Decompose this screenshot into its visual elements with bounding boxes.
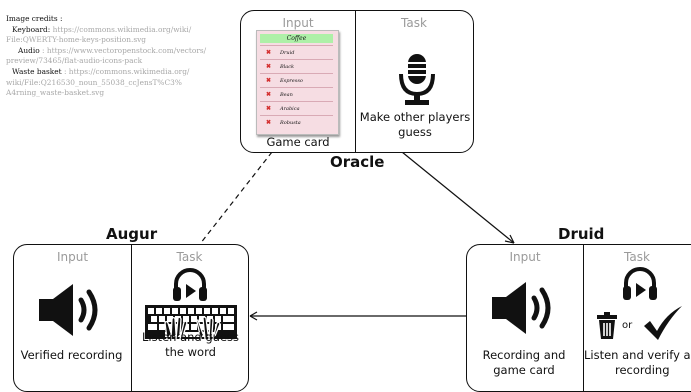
druid-title: Druid bbox=[558, 225, 605, 243]
taboo-row: ✖ Robusta bbox=[260, 115, 333, 130]
oracle-input-header: Input bbox=[282, 16, 314, 30]
taboo-word: Bean bbox=[280, 92, 293, 98]
cross-icon: ✖ bbox=[266, 91, 272, 98]
cross-icon: ✖ bbox=[266, 119, 272, 126]
speaker-icon bbox=[492, 282, 551, 334]
headphones-icon bbox=[173, 268, 207, 301]
taboo-word: Robusta bbox=[280, 120, 301, 126]
druid-to-augur-arrowhead bbox=[249, 311, 258, 321]
oracle-divider bbox=[355, 11, 356, 152]
druid-input-caption-line1: Recording and bbox=[482, 348, 566, 362]
oracle-to-augur-dashed-line bbox=[199, 151, 273, 245]
druid-input-caption: Recording and game card bbox=[466, 348, 582, 378]
keyboard-icon bbox=[145, 305, 237, 340]
credit-waste-label: Waste basket bbox=[12, 66, 62, 76]
druid-task-caption: Listen and verify a recording bbox=[582, 348, 691, 378]
credit-waste-url-cont2[interactable]: A4rning_waste-basket.svg bbox=[6, 88, 105, 98]
taboo-row: ✖ Espresso bbox=[260, 73, 333, 88]
trash-icon[interactable] bbox=[596, 312, 618, 340]
taboo-row: ✖ Druid bbox=[260, 45, 333, 60]
taboo-row: ✖ Arabica bbox=[260, 101, 333, 116]
credit-keyboard-url-cont[interactable]: File:QWERTY-home-keys-position.svg bbox=[6, 35, 147, 45]
taboo-word: Espresso bbox=[280, 78, 303, 84]
credit-waste-url-cont[interactable]: wiki/File:Q216530_noun_55038_ccJensT%C3% bbox=[6, 77, 182, 87]
taboo-row: ✖ Bean bbox=[260, 87, 333, 102]
augur-title: Augur bbox=[106, 225, 158, 243]
oracle-to-druid-arrowhead bbox=[504, 234, 515, 244]
cross-icon: ✖ bbox=[266, 105, 272, 112]
credits-heading: Image credits : bbox=[6, 14, 63, 23]
taboo-word: Druid bbox=[280, 50, 295, 56]
credit-audio-url-cont[interactable]: preview/73465/flat-audio-icons-pack bbox=[6, 56, 143, 66]
druid-task-caption-line2: recording bbox=[615, 363, 670, 377]
augur-task-header: Task bbox=[176, 250, 203, 264]
credit-waste-url[interactable]: : https://commons.wikimedia.org/ bbox=[63, 66, 190, 76]
credit-audio-label: Audio bbox=[18, 45, 40, 55]
credit-keyboard-url[interactable]: https://commons.wikimedia.org/wiki/ bbox=[52, 24, 192, 34]
oracle-to-druid-arrow bbox=[401, 151, 515, 244]
oracle-task-caption-line2: guess bbox=[398, 125, 432, 139]
cross-icon: ✖ bbox=[266, 49, 272, 56]
taboo-word: Arabica bbox=[280, 106, 300, 112]
druid-task-caption-line1: Listen and verify a bbox=[584, 348, 691, 362]
or-label: or bbox=[622, 320, 633, 331]
oracle-task-caption-line1: Make other players bbox=[359, 110, 471, 124]
credit-keyboard-label: Keyboard: bbox=[12, 24, 51, 34]
oracle-task-header: Task bbox=[401, 16, 427, 30]
druid-input-header: Input bbox=[509, 250, 541, 264]
credit-audio-url[interactable]: : https://www.vectoropenstock.com/vector… bbox=[42, 45, 207, 55]
microphone-icon bbox=[399, 54, 435, 105]
speaker-icon bbox=[39, 284, 98, 336]
druid-input-caption-line2: game card bbox=[493, 363, 555, 377]
druid-divider bbox=[583, 245, 584, 391]
druid-task-header: Task bbox=[624, 250, 650, 264]
cross-icon: ✖ bbox=[266, 77, 272, 84]
game-card: Coffee ✖ Druid ✖ Black ✖ Espresso ✖ Bean ✖ Ar… bbox=[256, 30, 339, 135]
taboo-word: Black bbox=[280, 64, 295, 70]
oracle-task-caption: Make other players guess bbox=[356, 110, 474, 140]
augur-input-caption: Verified recording bbox=[20, 348, 123, 362]
augur-task-caption-line2: the word bbox=[165, 345, 216, 359]
oracle-input-caption: Game card bbox=[266, 135, 330, 149]
augur-divider bbox=[131, 245, 132, 391]
cross-icon: ✖ bbox=[266, 63, 272, 70]
headphones-icon bbox=[623, 267, 657, 300]
augur-input-header: Input bbox=[56, 250, 89, 264]
checkmark-icon[interactable] bbox=[642, 304, 684, 342]
taboo-row: ✖ Black bbox=[260, 59, 333, 74]
oracle-title: Oracle bbox=[330, 153, 385, 171]
game-card-head-word: Coffee bbox=[260, 34, 333, 43]
image-credits: Image credits : Keyboard: https://common… bbox=[6, 14, 236, 99]
augur-task-caption: Listen and guess the word bbox=[132, 330, 249, 360]
augur-task-caption-line1: Listen and guess bbox=[141, 330, 240, 344]
